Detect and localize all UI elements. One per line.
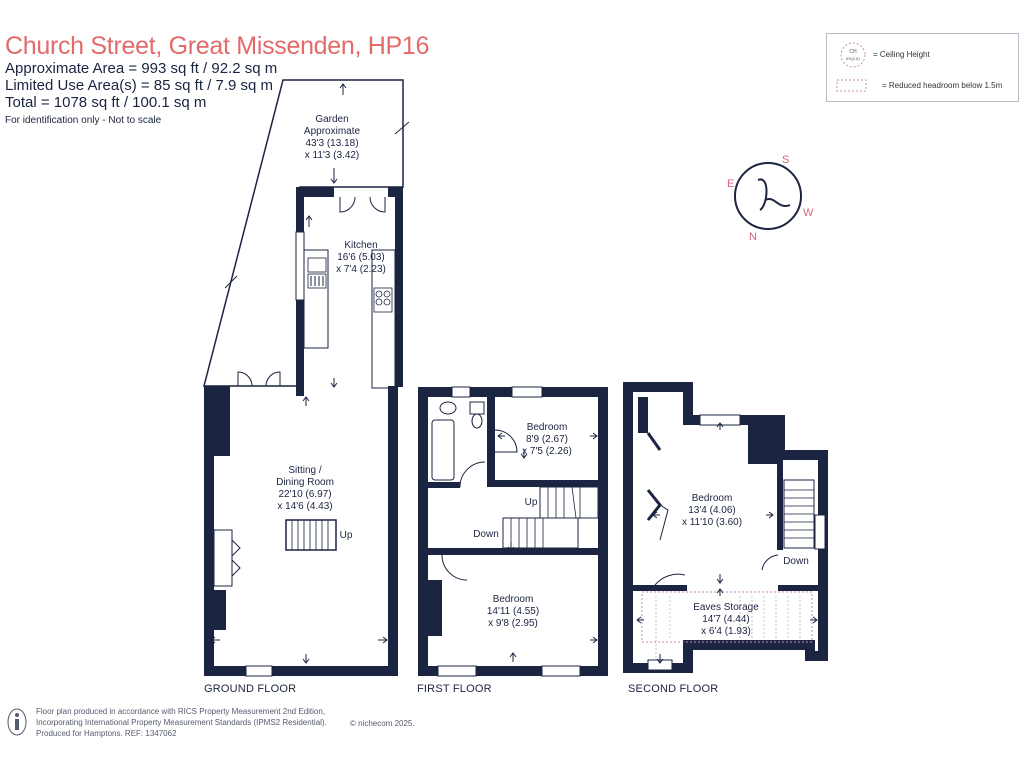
bedroom-second-dim-2: x 11'10 (3.60) [682, 517, 742, 528]
sitting-name-2: Dining Room [276, 477, 334, 488]
garden-name-2: Approximate [304, 126, 361, 137]
garden-dim-2: x 11'3 (3.42) [305, 150, 360, 161]
identification-note: For identification only - Not to scale [5, 115, 162, 126]
second-floor-plan [623, 382, 828, 673]
legend: CH 8'5(2.6) = Ceiling Height = Reduced h… [826, 33, 1019, 102]
sitting-dim-1: 22'10 (6.97) [278, 489, 331, 500]
second-stair-down: Down [783, 556, 809, 567]
ceiling-height-label: = Ceiling Height [873, 50, 930, 59]
kitchen-dim-2: x 7'4 (2.23) [336, 264, 386, 275]
limited-use-area: Limited Use Area(s) = 85 sq ft / 7.9 sq … [5, 77, 274, 94]
first-floor-plan [418, 386, 608, 677]
first-floor-label: FIRST FLOOR [417, 683, 492, 695]
bedroom-small-dim-1: 8'9 (2.67) [526, 434, 568, 445]
garden-dim-1: 43'3 (13.18) [305, 138, 358, 149]
ceiling-symbol-top: CH [849, 49, 857, 55]
bedroom-second-dim-1: 13'4 (4.06) [688, 505, 736, 516]
sitting-dim-2: x 14'6 (4.43) [277, 501, 332, 512]
ceiling-symbol-bottom: 8'5(2.6) [846, 56, 860, 61]
footer-line-3: Produced for Hamptons. REF: 1347062 [36, 729, 177, 738]
first-stair-down: Down [473, 529, 499, 540]
total-area: Total = 1078 sq ft / 100.1 sq m [5, 94, 207, 111]
property-title: Church Street, Great Missenden, HP16 [5, 32, 430, 60]
bedroom-small-name: Bedroom [527, 422, 568, 433]
ceiling-height-icon: CH 8'5(2.6) [840, 42, 866, 68]
eaves-name: Eaves Storage [693, 602, 759, 613]
footer-line-2: Incorporating International Property Mea… [36, 718, 327, 727]
second-floor-label: SECOND FLOOR [628, 683, 719, 695]
eaves-dim-2: x 6'4 (1.93) [701, 626, 751, 637]
footer-line-1: Floor plan produced in accordance with R… [36, 707, 326, 716]
compass-n: N [749, 231, 757, 243]
kitchen-dim-1: 16'6 (5.03) [337, 252, 385, 263]
compass-s: S [782, 154, 789, 166]
footer: Floor plan produced in accordance with R… [36, 706, 327, 739]
info-person-icon [7, 708, 27, 736]
ground-floor-plan [203, 79, 410, 677]
eaves-dim-1: 14'7 (4.44) [702, 614, 750, 625]
compass-logo-icon [757, 178, 791, 211]
compass: S E W N [727, 154, 814, 243]
compass-w: W [803, 207, 814, 219]
ground-stair-up: Up [340, 530, 353, 541]
bedroom-small-dim-2: x 7'5 (2.26) [522, 446, 572, 457]
nichecom-credit: © nichecom 2025. [350, 719, 415, 728]
bedroom-first-dim-2: x 9'8 (2.95) [488, 618, 538, 629]
bedroom-second-name: Bedroom [692, 493, 733, 504]
kitchen-name: Kitchen [344, 240, 377, 251]
approximate-area: Approximate Area = 993 sq ft / 92.2 sq m [5, 60, 278, 77]
bedroom-first-dim-1: 14'11 (4.55) [487, 606, 539, 617]
header: Church Street, Great Missenden, HP16 App… [5, 32, 429, 126]
reduced-headroom-label: = Reduced headroom below 1.5m [882, 81, 1003, 90]
bedroom-first-name: Bedroom [493, 594, 534, 605]
ground-floor-label: GROUND FLOOR [204, 683, 297, 695]
garden-name: Garden [315, 114, 348, 125]
compass-e: E [727, 178, 734, 190]
first-stair-up: Up [525, 497, 538, 508]
sitting-name-1: Sitting / [288, 465, 322, 476]
